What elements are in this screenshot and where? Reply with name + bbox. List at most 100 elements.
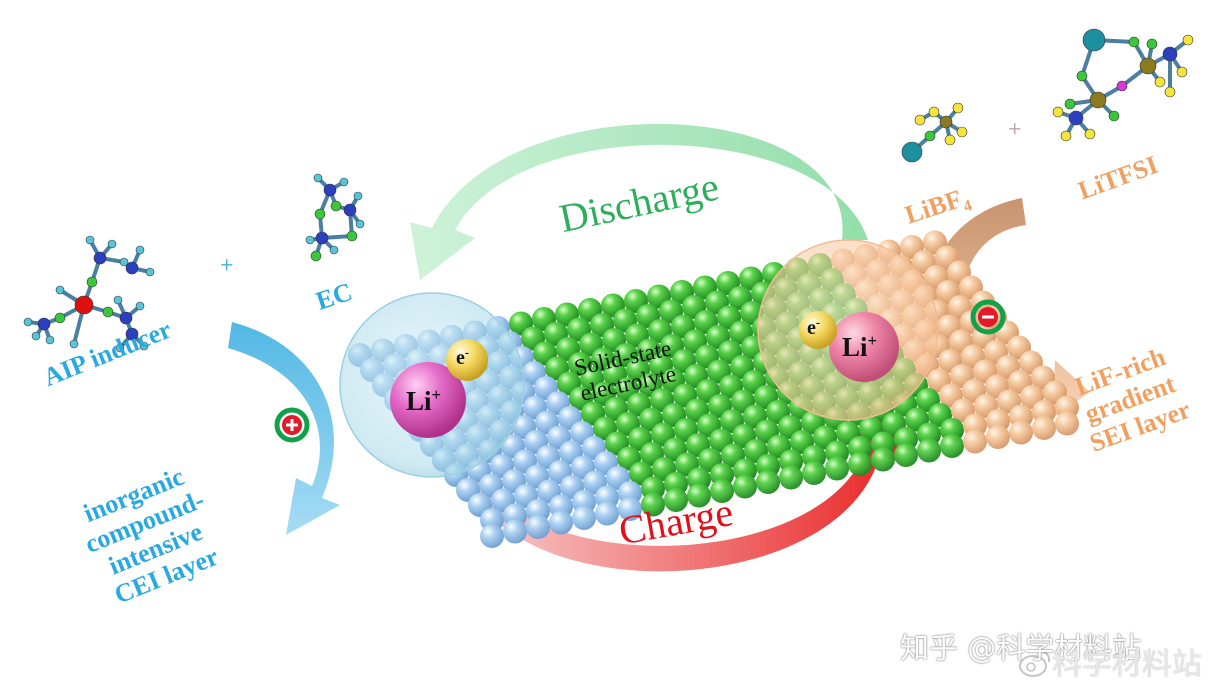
electrolyte-edge-sphere [802, 461, 826, 485]
molecule-atom [119, 257, 129, 267]
electrolyte-edge-sphere [756, 470, 780, 494]
molecule-atom [107, 239, 117, 249]
watermark-primary: 知乎 @科学材料站 [900, 631, 1142, 665]
molecule-atom [1089, 91, 1107, 109]
electron-charge: - [464, 345, 470, 360]
molecule-atom [315, 231, 329, 245]
molecule-atom [305, 235, 315, 245]
molecule-atom [135, 301, 145, 311]
li-ion-cathode-sphere [390, 362, 466, 438]
molecule-atom [346, 230, 358, 242]
cathode-edge-sphere [480, 524, 504, 548]
electron-cathode-label: e- [456, 345, 470, 368]
molecule-atom [1162, 46, 1178, 62]
plus-sign-left: + [220, 253, 234, 279]
li-ion-anode-sphere [829, 312, 899, 382]
electron-charge: - [815, 315, 821, 330]
electrolyte-edge-sphere [641, 492, 665, 517]
molecule-atom [313, 173, 323, 183]
cathode-edge-sphere [549, 510, 573, 535]
molecule-atom [1116, 80, 1128, 92]
molecule-atom [1146, 38, 1158, 50]
molecule-atom [74, 295, 94, 315]
electron-anode-label: e- [807, 315, 821, 338]
molecule-atom [1076, 70, 1088, 82]
molecule-atom [55, 285, 65, 295]
cathode-edge-sphere [595, 501, 619, 526]
molecule-atom [37, 317, 51, 331]
molecule-atom [31, 331, 41, 341]
molecule-atom [23, 317, 33, 327]
electron-anode-sphere [799, 311, 837, 349]
electrolyte-edge-sphere [779, 465, 803, 490]
electron-cathode-sphere [446, 339, 488, 381]
molecule-atom [339, 177, 349, 187]
molecule-atom [54, 312, 66, 324]
molecule-atom [1084, 128, 1096, 140]
anode-edge-sphere [1055, 411, 1079, 436]
molecule-atom [343, 203, 357, 217]
molecule-atom [1068, 110, 1084, 126]
li-symbol: Li [406, 386, 432, 416]
cathode-edge-sphere [503, 519, 527, 544]
discharge-arrow [410, 123, 868, 280]
molecule-atom [1139, 57, 1157, 75]
molecule-atom [330, 200, 342, 212]
ec-molecule [305, 173, 365, 262]
molecule-atom [85, 235, 95, 245]
electrolyte-edge-sphere [710, 479, 734, 503]
electrolyte-edge-sphere [664, 488, 688, 512]
charge-arrow [468, 410, 902, 572]
electrolyte-edge-sphere [733, 474, 757, 499]
molecule-atom [45, 335, 55, 345]
molecule-atom [1052, 106, 1064, 118]
molecule-atom [86, 276, 98, 288]
anode-edge-sphere [963, 429, 987, 454]
molecule-atom [310, 250, 322, 262]
molecule-atom [145, 267, 155, 277]
molecule-atom [1182, 34, 1194, 46]
weibo-icon [1019, 651, 1051, 677]
molecule-atom [69, 339, 79, 349]
aip-inducer-molecule [23, 235, 155, 353]
molecule-atom [1164, 86, 1176, 98]
cathode-edge-sphere [572, 506, 596, 530]
molecule-atom [924, 130, 936, 142]
electrolyte-edge-sphere [917, 438, 941, 463]
molecule-atom [355, 219, 365, 229]
cathode-edge-sphere [526, 515, 550, 539]
molecule-atom [1128, 36, 1140, 48]
molecule-atom [93, 251, 107, 265]
anode-edge-sphere [986, 425, 1010, 449]
molecule-atom [952, 102, 964, 114]
molecule-atom [901, 141, 923, 163]
molecule-atom [113, 295, 123, 305]
molecule-atom [1154, 76, 1166, 88]
anode-edge-sphere [1032, 416, 1056, 440]
molecule-atom [956, 126, 968, 138]
anode-edge-sphere [1009, 420, 1033, 445]
molecule-atom [1176, 66, 1188, 78]
electrolyte-edge-sphere [894, 443, 918, 467]
molecule-atom [944, 134, 956, 146]
electrolyte-edge-sphere [940, 434, 964, 458]
molecule-atom [353, 191, 363, 201]
electrolyte-edge-sphere [825, 456, 849, 481]
molecule-atom [914, 114, 926, 126]
watermark-secondary: 科学材料站 [1052, 647, 1202, 682]
li-charge: + [431, 385, 442, 404]
molecule-atom [928, 106, 940, 118]
molecule-atom [135, 245, 145, 255]
molecule-atom [1108, 110, 1120, 122]
molecule-atom [139, 341, 149, 351]
electrolyte-edge-sphere [871, 447, 895, 472]
cathode-process-arrow [228, 322, 340, 535]
molecule-atom [323, 183, 337, 197]
li-ion-anode-label: Li+ [842, 332, 877, 361]
libf4-molecule [901, 102, 968, 163]
positive-sign-badge [274, 407, 310, 443]
electrolyte-edge-sphere [848, 452, 872, 476]
molecule-atom [125, 327, 139, 341]
